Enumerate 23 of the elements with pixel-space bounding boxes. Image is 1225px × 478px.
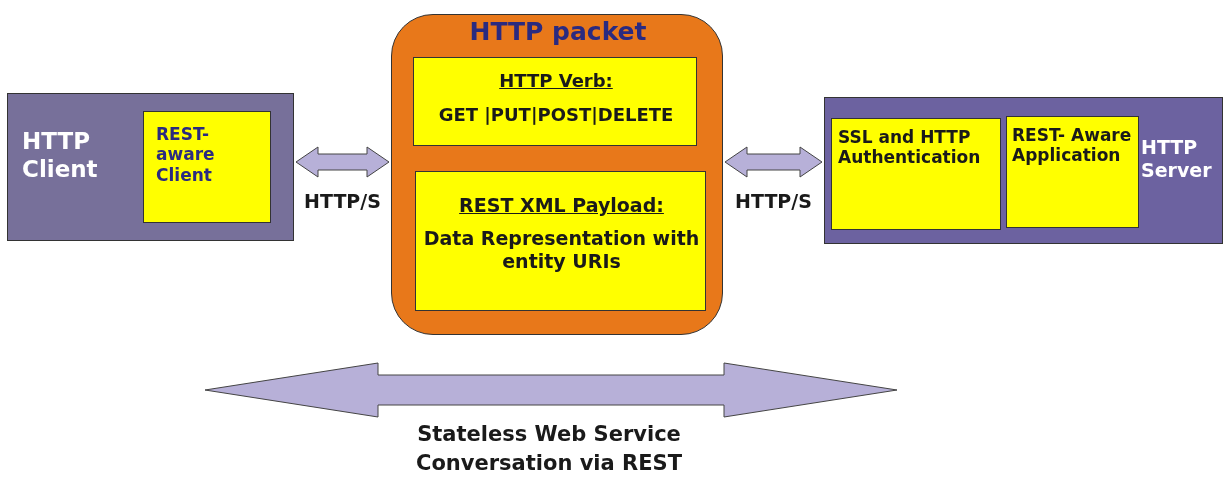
node-title: HTTP Client	[22, 128, 99, 184]
caption-text: Stateless Web Service Conversation via REST	[415, 421, 683, 478]
node-text: Data Representation with entity URIs	[422, 227, 701, 273]
packet-box	[391, 14, 723, 335]
component-box	[831, 118, 1001, 230]
node-title: HTTP Server	[1141, 136, 1213, 182]
node-title: REST XML Payload:	[458, 194, 665, 217]
component-box	[1006, 116, 1139, 228]
edge-label: HTTP/S	[303, 190, 382, 213]
server-box	[824, 97, 1223, 244]
node-text: GET |PUT|POST|DELETE	[437, 104, 675, 126]
verb-box	[413, 57, 697, 146]
edge-label: HTTP/S	[734, 190, 813, 213]
node-title: REST- Aware Application	[1012, 125, 1133, 166]
payload-box	[415, 171, 706, 311]
packet-title: HTTP packet	[468, 17, 648, 47]
component-box	[143, 111, 271, 223]
node-title: HTTP Verb:	[498, 70, 614, 92]
client-box	[7, 93, 294, 241]
double-arrow	[724, 146, 823, 178]
node-title: REST- aware Client	[156, 124, 216, 186]
double-arrow	[295, 146, 390, 178]
node-title: SSL and HTTP Authentication	[838, 127, 982, 168]
